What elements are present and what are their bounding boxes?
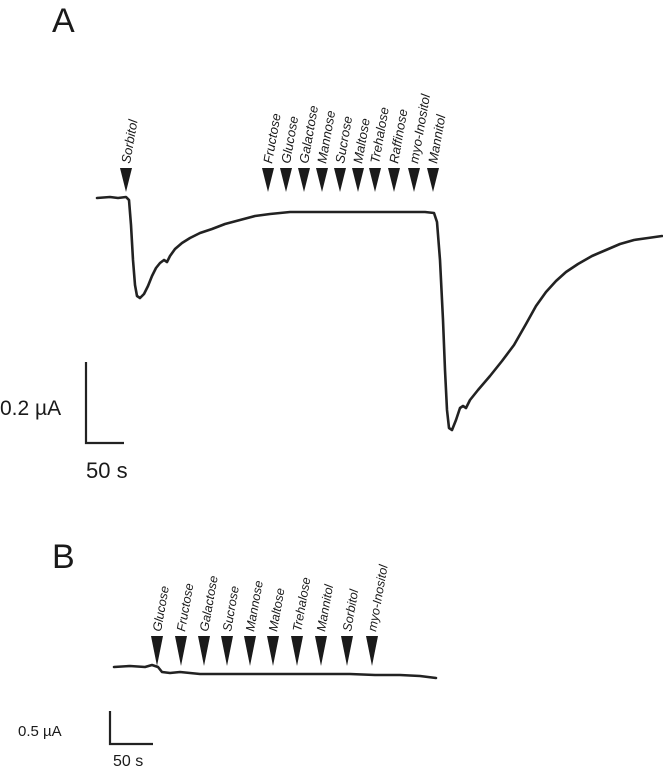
panel-b-marker-arrow-7: [315, 636, 327, 666]
panel-a-scale-bar: 0.2 µA 50 s: [0, 362, 128, 483]
panel-a-scale-lines: [84, 362, 124, 445]
panel-a-scale-current: 0.2 µA: [0, 397, 61, 420]
panel-b-marker-label-4: Mannose: [243, 579, 266, 632]
panel-a-marker-arrow-6: [352, 168, 364, 192]
panel-a-marker-arrow-10: [427, 168, 439, 192]
panel-a-marker-arrow-8: [388, 168, 400, 192]
panel-a-marker-label-0: Sorbitol: [118, 117, 141, 164]
panel-b-scale-current: 0.5 µA: [18, 723, 62, 740]
panel-b-scale-time: 50 s: [113, 753, 143, 768]
panel-b-current-trace: [112, 663, 438, 680]
panel-a-marker-arrow-2: [280, 168, 292, 192]
panel-b-marker-arrow-4: [244, 636, 256, 666]
panel-b-marker-arrow-2: [198, 636, 210, 666]
panel-a-letter: A: [52, 2, 75, 40]
panel-a-scale-time: 50 s: [86, 458, 128, 483]
panel-a-marker-arrow-1: [262, 168, 274, 192]
panel-b-marker-label-2: Galactose: [197, 575, 221, 633]
panel-b-letter: B: [52, 538, 75, 576]
panel-b-marker-label-9: myo-Inositol: [365, 563, 391, 633]
panel-a-marker-arrow-4: [316, 168, 328, 192]
panel-a-marker-arrow-3: [298, 168, 310, 192]
panel-a-marker-arrow-0: [120, 168, 132, 192]
panel-b-scale-bar: 0.5 µA 50 s: [18, 711, 153, 768]
panel-b-marker-label-8: Sorbitol: [340, 587, 361, 632]
panel-b-marker-arrow-6: [291, 636, 303, 666]
panel-b-marker-arrow-0: [151, 636, 163, 666]
panel-a-marker-arrow-5: [334, 168, 346, 192]
panel-b-marker-arrow-9: [366, 636, 378, 666]
panel-b-marker-label-3: Sucrose: [220, 585, 242, 633]
panel-b-marker-label-0: Glucose: [150, 585, 172, 633]
panel-b-marker-label-1: Fructose: [174, 582, 196, 632]
panel-b-scale-lines: [108, 711, 153, 746]
panel-b-marker-arrow-3: [221, 636, 233, 666]
panel-a-marker-arrow-7: [369, 168, 381, 192]
panel-b-marker-label-5: Maltose: [266, 587, 287, 633]
panel-a-current-trace: [95, 195, 663, 432]
panel-b-marker-label-7: Mannitol: [314, 582, 336, 632]
panel-b-marker-label-6: Trehalose: [290, 576, 313, 632]
panel-b-marker-arrow-5: [267, 636, 279, 666]
panel-b-marker-arrow-8: [341, 636, 353, 666]
panel-a-marker-arrow-9: [408, 168, 420, 192]
panel-b-marker-arrow-1: [175, 636, 187, 666]
